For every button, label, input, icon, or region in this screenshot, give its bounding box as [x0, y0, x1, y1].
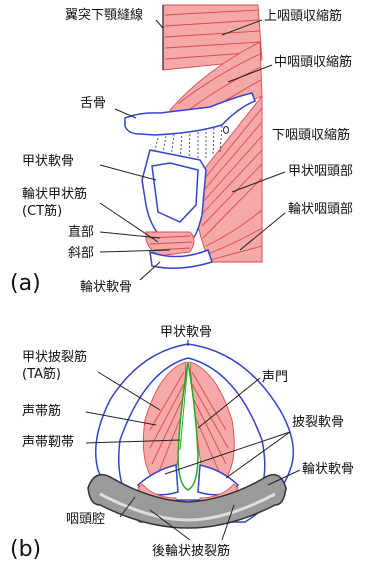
label-middle-constrictor: 中咽頭収縮筋 — [274, 54, 352, 70]
label-hyoid: 舌骨 — [80, 96, 106, 111]
label-inferior-constrictor: 下咽頭収縮筋 — [272, 127, 350, 143]
panel-a: 翼突下顎縫線 上咽頭収縮筋 中咽頭収縮筋 舌骨 下咽頭収縮筋 甲状軟骨 甲状咽頭… — [10, 5, 353, 296]
label-thyroid-cartilage-b: 甲状軟骨 — [160, 324, 212, 340]
label-thyroarytenoid: 甲状披裂筋 — [22, 349, 87, 365]
label-thyroarytenoid-abbrev: (TA筋) — [22, 366, 61, 382]
panel-a-marker: (a) — [10, 271, 41, 296]
label-cricoid-cartilage: 輪状軟骨 — [80, 279, 132, 295]
label-cricoid-cartilage-b: 輪状軟骨 — [302, 461, 354, 477]
label-cricothyroid-abbrev: (CT筋) — [22, 203, 62, 219]
label-vocalis: 声帯筋 — [22, 403, 61, 419]
label-posterior-cricoarytenoid: 後輪状披裂筋 — [152, 543, 230, 559]
label-straight-part: 直部 — [68, 225, 94, 240]
label-vocal-ligament: 声帯靭帯 — [22, 435, 74, 450]
label-thyroid-cartilage: 甲状軟骨 — [22, 153, 74, 169]
label-pharyngeal-cavity: 咽頭腔 — [66, 512, 105, 527]
label-glottis: 声門 — [262, 370, 288, 385]
label-oblique-part: 斜部 — [68, 246, 94, 261]
label-cricopharyngeal-part: 輪状咽頭部 — [288, 201, 353, 217]
label-superior-constrictor: 上咽頭収縮筋 — [264, 8, 342, 24]
label-arytenoid-cartilage: 披裂軟骨 — [292, 414, 344, 430]
small-foramen — [224, 127, 229, 134]
label-thyropharyngeal-part: 甲状咽頭部 — [288, 164, 353, 179]
label-pterygomandibular-raphe: 翼突下顎縫線 — [65, 7, 143, 23]
label-cricothyroid: 輪状甲状筋 — [22, 186, 87, 202]
panel-b-marker: (b) — [10, 537, 41, 562]
panel-b: 甲状軟骨 甲状披裂筋 (TA筋) 声門 声帯筋 披裂軟骨 声帯靭帯 輪状軟骨 咽… — [10, 324, 354, 562]
